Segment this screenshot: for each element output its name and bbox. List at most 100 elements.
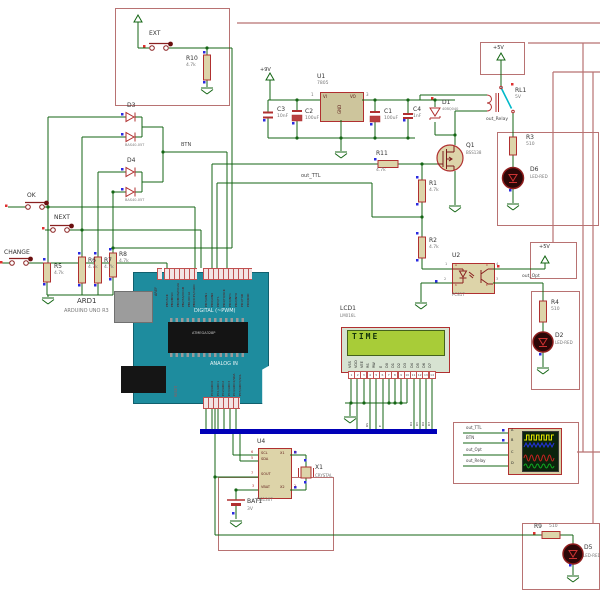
u1-pin-number-in: 1 (311, 92, 314, 97)
button-change[interactable] (9, 256, 33, 266)
u4-pin-x2: X2 (280, 485, 285, 489)
u4-pin-number: 2 (294, 484, 297, 488)
scope-display (522, 431, 559, 472)
net-out-relay: out_Relay (486, 117, 508, 122)
r5-value: 4.7k (54, 271, 64, 276)
lcd-pin-label: D1 (390, 363, 395, 368)
arduino-pin-label: PC0/ADC0 (210, 380, 214, 396)
lcd-pin-label: D5 (415, 363, 420, 368)
lcd-display-text: TIME (352, 332, 380, 341)
arduino-pin-label: PB0/ICP1/CLKO (192, 284, 196, 307)
r2-value: 4.7k (429, 245, 439, 250)
bat1-value: 3V (247, 507, 253, 512)
d5-ref: D5 (584, 544, 593, 551)
rtc-ds1307-body (258, 448, 292, 499)
q1-value: BSS138 (466, 150, 482, 155)
c2-value: 100uF (305, 116, 320, 121)
u4-pin-number: 3 (252, 484, 255, 488)
ground-icons (41, 87, 580, 583)
arduino-pin-label: PB3/MOSI/OC2A (175, 283, 180, 307)
rl1-ref: RL1 (515, 87, 527, 94)
led-symbols (501, 166, 584, 565)
arduino-pin-label: PD6/AIN0 (210, 292, 214, 307)
arduino-pin-label: PD5/T1 (216, 296, 220, 307)
u4-pin-number: 1 (294, 450, 297, 454)
arduino-pin-label: PB4/MISO (170, 292, 175, 307)
wire-tag: D4 (409, 421, 413, 426)
relay-5v-region (480, 42, 525, 75)
regulator-7805-body (320, 92, 364, 122)
aref-pin-header (157, 268, 162, 280)
u4-pin-number: 7 (251, 471, 254, 475)
c1-ref: C1 (384, 108, 393, 115)
u1-pin-number-out: 3 (366, 92, 369, 97)
arduino-pin-label: PB2/SS/OC1B (181, 286, 186, 307)
lcd-pin-label: D3 (403, 363, 408, 368)
u2-emitter-label: E (486, 283, 488, 287)
r1-value: 4.7k (429, 188, 439, 193)
lcd-ref: LCD1 (340, 305, 356, 312)
d2-ref: D2 (555, 332, 564, 339)
u1-part: 7805 (317, 81, 329, 86)
d5-value: LED-RED (583, 553, 600, 558)
d2-value: LED-RED (555, 340, 573, 345)
r5-ref: R5 (54, 263, 62, 270)
u2-pin4-number: 4 (496, 262, 499, 266)
diode-symbols (125, 107, 441, 198)
u4-pin-x1: X1 (280, 451, 285, 455)
rl1-value: 5V (515, 95, 521, 100)
region-edge-lines (237, 22, 600, 523)
arduino-pin-label: PC4/ADC4/SDA (232, 373, 237, 396)
lcd-part: LM016L (340, 313, 356, 318)
button-ok[interactable] (25, 200, 49, 210)
lcd-pin-label: VEE (359, 361, 364, 368)
arduino-mcu-label: ATMEGA328P (192, 331, 216, 335)
scope-net-label: BTN (466, 435, 475, 440)
d6-value: LED-RED (530, 174, 548, 179)
power-arrow-icons (133, 13, 550, 264)
atmega-chip (168, 322, 248, 353)
arduino-analog-label: ANALOG IN (210, 361, 238, 367)
r7-ref: R7 (104, 257, 112, 264)
r2-ref: R2 (429, 237, 437, 244)
lcd-pin-label: D2 (397, 363, 402, 368)
r11-ref: R11 (376, 150, 388, 157)
lcd-pin-label: VSS (347, 361, 352, 368)
u2-anode-label: A (455, 263, 458, 267)
u1-pin-gnd: GND (337, 104, 342, 114)
chip-pins-top (170, 318, 246, 322)
c2-ref: C2 (305, 108, 314, 115)
opto-5v-region (530, 242, 577, 279)
d4-ref: D4 (127, 157, 136, 164)
analog-pin-header (203, 397, 240, 409)
r8-ref: R8 (119, 251, 127, 258)
arduino-pin-label: PD0/RXD (246, 293, 250, 308)
r9-ref: R9 (534, 523, 542, 530)
button-ext[interactable] (149, 41, 173, 51)
u4-pin-vbat: VBAT (261, 485, 271, 489)
r11-value: 4.7k (376, 168, 386, 173)
r3-value: 510 (526, 142, 535, 147)
scope-channel-label: A (511, 428, 514, 432)
lcd-pin-label: RS (366, 363, 371, 368)
x1-value: CRYSTAL (315, 473, 333, 478)
c1-value: 100uF (384, 116, 399, 121)
wire-tag: D7 (427, 421, 431, 426)
button-next[interactable] (50, 223, 74, 233)
pin-markers-red (0, 45, 536, 535)
next-button-label: NEXT (54, 214, 70, 221)
opto-5v-label: +5V (539, 244, 550, 250)
c3-value: 10nF (277, 114, 289, 119)
data-bus (200, 429, 437, 434)
d1-ref: D1 (442, 99, 451, 106)
u4-pin-sda: SDA (261, 457, 269, 461)
power-jack (121, 366, 166, 393)
pin-markers-blue (43, 51, 572, 567)
d4-value: BAS40-05T (125, 198, 145, 202)
d3-ref: D3 (127, 102, 136, 109)
c4-value: 1nF (413, 114, 422, 119)
relay-symbol (486, 85, 515, 114)
arduino-pin-label: PB5/SCK (165, 294, 169, 307)
u4-ref: U4 (257, 438, 266, 445)
